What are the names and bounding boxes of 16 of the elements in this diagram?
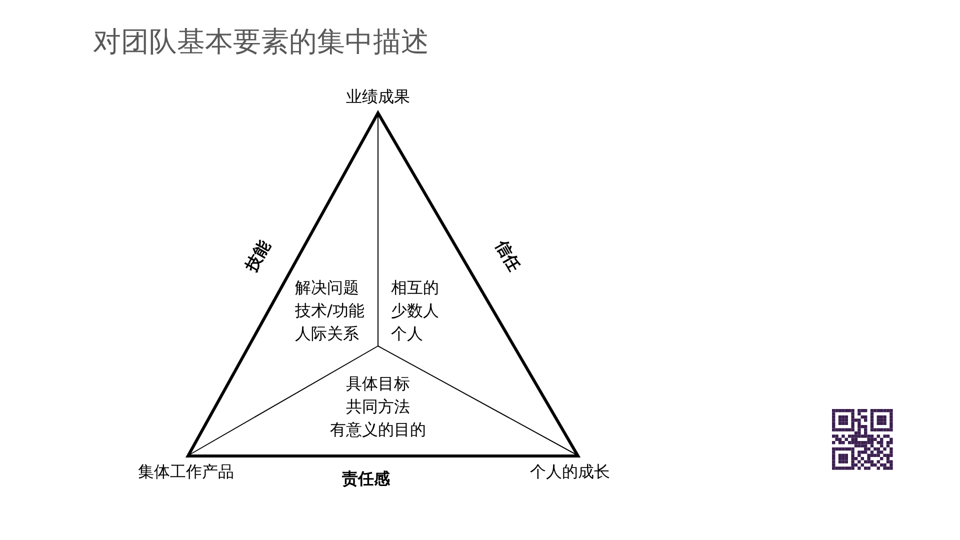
diagram-label: 集体工作产品 bbox=[138, 462, 234, 482]
diagram-label: 业绩成果 bbox=[346, 87, 410, 107]
diagram-label: 技术/功能 bbox=[295, 301, 364, 321]
diagram-label: 有意义的目的 bbox=[330, 420, 426, 440]
diagram-label: 个人的成长 bbox=[530, 462, 610, 482]
diagram-label: 少数人 bbox=[391, 301, 439, 321]
slide-title: 对团队基本要素的集中描述 bbox=[93, 24, 429, 60]
diagram-label: 人际关系 bbox=[295, 324, 359, 344]
diagram-label: 共同方法 bbox=[346, 397, 410, 417]
side-label: 技能 bbox=[241, 237, 275, 275]
diagram-label: 解决问题 bbox=[295, 278, 359, 298]
diagram-label: 具体目标 bbox=[346, 374, 410, 394]
side-label: 责任感 bbox=[342, 469, 390, 489]
diagram-label: 个人 bbox=[391, 324, 423, 344]
diagram-label: 相互的 bbox=[391, 278, 439, 298]
side-label: 信任 bbox=[491, 237, 525, 275]
